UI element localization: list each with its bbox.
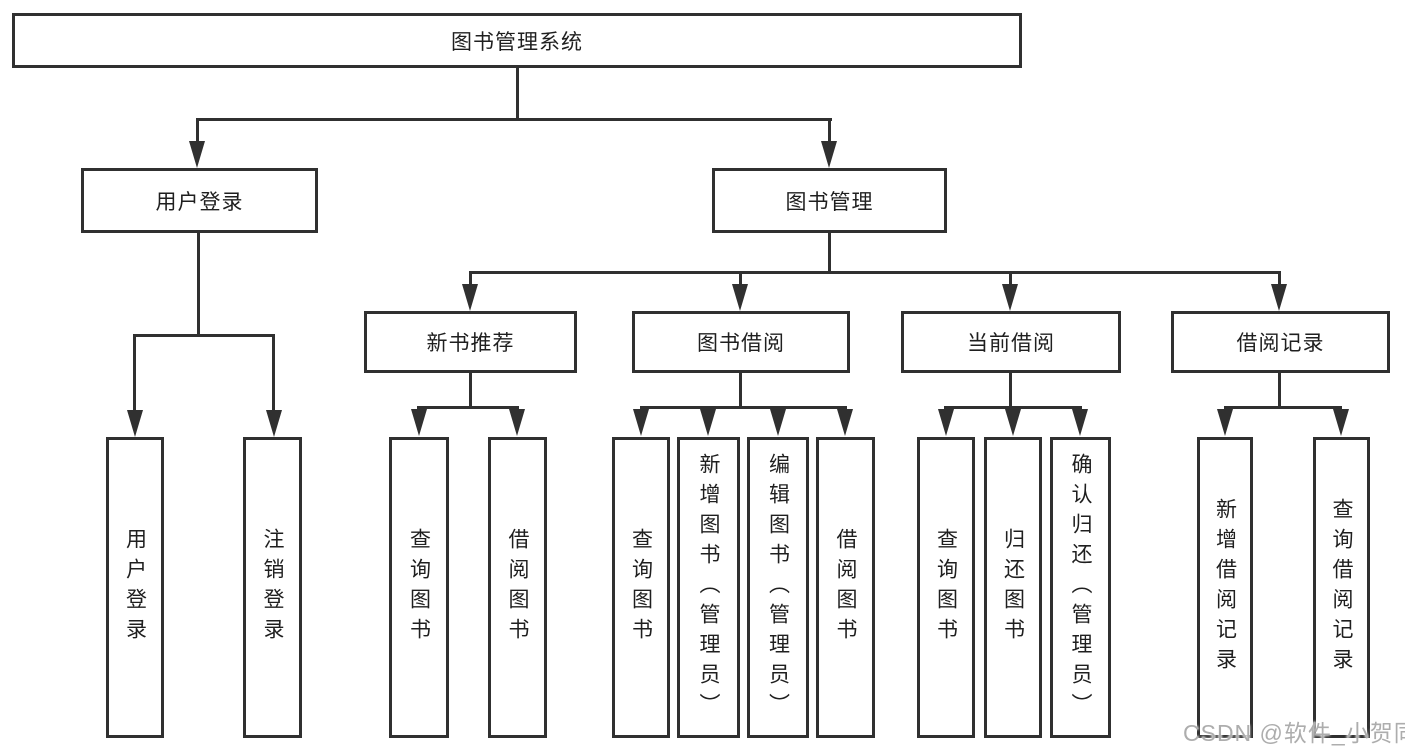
connector-category-stem — [739, 373, 742, 408]
connector-categories-bar — [469, 271, 1281, 274]
node-library-system: 图书管理系统 — [12, 13, 1022, 68]
leaf-label: 借阅图书 — [506, 527, 529, 648]
node-new-book-recommend: 新书推荐 — [364, 311, 577, 373]
connector-category-stem — [1009, 373, 1012, 408]
leaf-label: 归还图书 — [1001, 527, 1025, 648]
node-label: 借阅记录 — [1236, 332, 1325, 355]
leaf-logout: 注销登录 — [243, 437, 302, 738]
connector-category-stem — [1278, 373, 1281, 408]
node-label: 用户登录 — [155, 190, 244, 214]
leaf-query-books: 查询图书 — [389, 437, 449, 738]
arrow-down-icon — [770, 409, 786, 436]
connector-drop — [272, 334, 275, 412]
connector-drop — [1009, 271, 1012, 286]
connector-userlogin-stem — [197, 233, 200, 337]
leaf-label: 新增图书（管理员） — [697, 452, 720, 723]
connector-level2-bar — [196, 118, 832, 121]
connector-drop — [133, 334, 136, 412]
connector-drop — [469, 271, 472, 286]
leaf-label: 确认归还（管理员） — [1069, 452, 1092, 723]
arrow-down-icon — [509, 409, 525, 436]
arrow-down-icon — [266, 410, 282, 437]
leaf-query-books: 查询图书 — [917, 437, 975, 738]
connector-group-bar — [640, 406, 847, 409]
arrow-down-icon — [1072, 409, 1088, 436]
leaf-label: 注销登录 — [261, 527, 284, 648]
connector-drop — [196, 118, 199, 145]
connector-mgmt-stem — [828, 233, 831, 274]
arrow-down-icon — [1271, 284, 1287, 311]
connector-category-stem — [469, 373, 472, 408]
arrow-down-icon — [1002, 284, 1018, 311]
arrow-down-icon — [732, 284, 748, 311]
leaf-borrow-books: 借阅图书 — [816, 437, 875, 738]
connector-group-bar — [1224, 406, 1342, 409]
connector-drop — [739, 271, 742, 286]
node-label: 新书推荐 — [426, 332, 515, 355]
node-book-borrowing: 图书借阅 — [632, 311, 850, 373]
arrow-down-icon — [837, 409, 853, 436]
connector-group-bar — [417, 406, 519, 409]
arrow-down-icon — [1005, 409, 1021, 436]
arrow-down-icon — [938, 409, 954, 436]
node-label: 当前借阅 — [967, 332, 1055, 355]
arrow-down-icon — [1217, 409, 1233, 436]
leaf-user-login: 用户登录 — [106, 437, 164, 738]
arrow-down-icon — [462, 284, 478, 311]
arrow-down-icon — [189, 141, 205, 168]
leaf-label: 查询图书 — [934, 527, 958, 648]
connector-root-stem — [516, 67, 519, 120]
leaf-label: 查询借阅记录 — [1330, 497, 1353, 678]
node-current-borrowing: 当前借阅 — [901, 311, 1121, 373]
connector-drop — [1278, 271, 1281, 286]
leaf-label: 查询图书 — [407, 527, 431, 648]
leaf-edit-books-admin: 编辑图书（管理员） — [747, 437, 809, 738]
leaf-query-books: 查询图书 — [612, 437, 670, 738]
node-borrowing-records: 借阅记录 — [1171, 311, 1390, 373]
arrow-down-icon — [127, 410, 143, 437]
arrow-down-icon — [633, 409, 649, 436]
csdn-watermark: CSDN @软件_小贺同学 — [1183, 720, 1405, 746]
arrow-down-icon — [411, 409, 427, 436]
leaf-label: 查询图书 — [629, 527, 653, 648]
connector-drop — [828, 118, 831, 145]
leaf-label: 编辑图书（管理员） — [766, 452, 790, 723]
leaf-label: 新增借阅记录 — [1213, 497, 1237, 678]
leaf-add-books-admin: 新增图书（管理员） — [677, 437, 740, 738]
leaf-return-books: 归还图书 — [984, 437, 1042, 738]
node-label: 图书管理系统 — [451, 30, 583, 54]
node-label: 图书借阅 — [697, 332, 785, 355]
leaf-add-borrow-record: 新增借阅记录 — [1197, 437, 1253, 738]
leaf-label: 借阅图书 — [834, 527, 857, 648]
connector-group-bar — [944, 406, 1082, 409]
node-book-management: 图书管理 — [712, 168, 947, 233]
arrow-down-icon — [1333, 409, 1349, 436]
leaf-query-borrow-record: 查询借阅记录 — [1313, 437, 1370, 738]
leaf-label: 用户登录 — [123, 527, 147, 648]
node-label: 图书管理 — [785, 190, 874, 214]
node-user-login: 用户登录 — [81, 168, 318, 233]
arrow-down-icon — [821, 141, 837, 168]
leaf-borrow-books: 借阅图书 — [488, 437, 547, 738]
leaf-confirm-return-admin: 确认归还（管理员） — [1050, 437, 1111, 738]
arrow-down-icon — [700, 409, 716, 436]
connector-userlogin-bar — [133, 334, 275, 337]
